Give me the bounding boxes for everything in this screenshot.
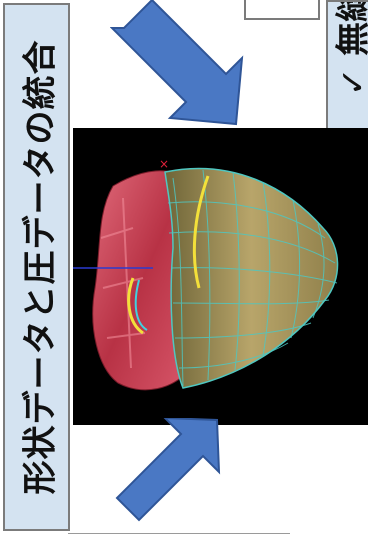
slide-title: 形状データと圧データの統合 [12, 40, 61, 495]
svg-text:×: × [159, 157, 169, 171]
arrow-down-right-icon [110, 0, 260, 130]
divider-line [68, 533, 290, 534]
side-label-text: ✓ 無縫 [326, 0, 368, 96]
side-label-box: ✓ 無縫 [326, 0, 368, 130]
arrow-up-right-icon [115, 418, 235, 530]
mesh-render-image: × [73, 128, 368, 425]
title-box: 形状データと圧データの統合 [3, 3, 70, 531]
